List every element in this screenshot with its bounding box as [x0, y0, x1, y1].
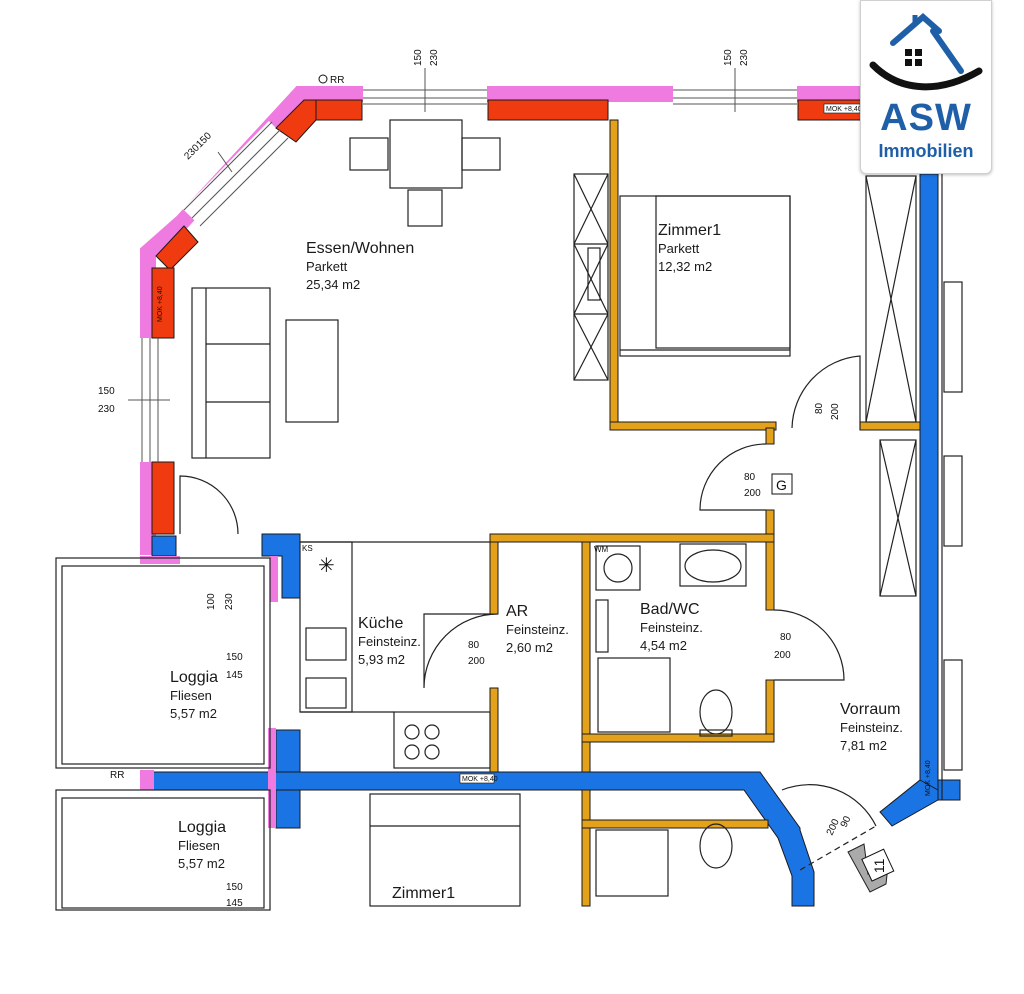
room-loggia2-name: Loggia: [178, 819, 226, 836]
dim-door-ar-w: 80: [468, 640, 480, 651]
room-bad-name: Bad/WC: [640, 601, 700, 618]
entry-number: 11: [871, 858, 887, 873]
room-vorraum-name: Vorraum: [840, 701, 900, 718]
logo-brand-text: ASW: [880, 97, 972, 139]
misc-labels: RR RR KS WM G ✳ MOK +8,40 MOK +8,40 MOK …: [110, 74, 932, 882]
windows: [128, 68, 797, 462]
room-loggia1-name: Loggia: [170, 669, 218, 686]
dim-loggia1-w: 150: [226, 652, 243, 663]
mok-label-right: MOK +8,40: [925, 760, 932, 796]
logo-sub-text: Immobilien: [878, 141, 974, 161]
rr-label-top: RR: [330, 75, 344, 86]
g-label: G: [776, 477, 787, 493]
room-ar-name: AR: [506, 603, 528, 620]
bearing-walls: [151, 173, 961, 907]
room-ar-floor: Feinsteinz.: [506, 622, 569, 637]
room-essen-name: Essen/Wohnen: [306, 240, 414, 257]
room-zimmer1-name: Zimmer1: [658, 222, 721, 239]
dim-loggia2-h: 145: [226, 898, 243, 909]
dim-door-loggia-height: 230: [224, 593, 235, 610]
room-vorraum-area: 7,81 m2: [840, 738, 887, 753]
wm-label: WM: [594, 545, 609, 554]
room-kueche-area: 5,93 m2: [358, 652, 405, 667]
mok-label-bottom: MOK +8,40: [462, 776, 498, 783]
room-loggia1-area: 5,57 m2: [170, 706, 217, 721]
room-kueche-floor: Feinsteinz.: [358, 634, 421, 649]
room-labels: Essen/Wohnen Parkett 25,34 m2 Zimmer1 Pa…: [170, 222, 903, 902]
room-ar-area: 2,60 m2: [506, 640, 553, 655]
room-bad-floor: Feinsteinz.: [640, 620, 703, 635]
dim-door-zimmer-h: 200: [830, 403, 841, 420]
room-loggia2-floor: Fliesen: [178, 838, 220, 853]
dim-door-zimmer-w: 80: [814, 402, 825, 414]
dim-door-g-w: 80: [744, 472, 756, 483]
dim-window2-width: 150: [723, 49, 734, 66]
mok-label-top: MOK +8,40: [826, 106, 862, 113]
room-vorraum-floor: Feinsteinz.: [840, 720, 903, 735]
dim-door-g-h: 200: [744, 488, 761, 499]
dim-window4-width: 150: [98, 386, 115, 397]
room-kueche-name: Küche: [358, 615, 403, 632]
room-zimmer1-floor: Parkett: [658, 241, 700, 256]
mok-label-left: MOK +8,40: [157, 286, 164, 322]
asw-logo: ASW Immobilien: [860, 0, 992, 174]
dim-loggia1-h: 145: [226, 670, 243, 681]
ks-star-icon: ✳: [318, 555, 335, 577]
house-logo-icon: [869, 13, 983, 91]
room-essen-floor: Parkett: [306, 259, 348, 274]
dim-door-bad-h: 200: [774, 650, 791, 661]
dim-door-ar-h: 200: [468, 656, 485, 667]
room-zimmer1-area: 12,32 m2: [658, 259, 712, 274]
room-loggia1-floor: Fliesen: [170, 688, 212, 703]
ks-label: KS: [302, 544, 313, 553]
doors: [179, 355, 877, 871]
room-zimmer1b-name: Zimmer1: [392, 885, 455, 902]
dim-door-bad-w: 80: [780, 632, 792, 643]
room-loggia2-area: 5,57 m2: [178, 856, 225, 871]
furniture: [55, 119, 963, 911]
room-essen-area: 25,34 m2: [306, 277, 360, 292]
interior-walls: [489, 119, 921, 907]
dim-window1-height: 230: [429, 49, 440, 66]
dim-entry-w: 90: [839, 814, 854, 829]
dim-window2-height: 230: [739, 49, 750, 66]
dim-door-loggia-width: 100: [206, 593, 217, 610]
dim-loggia2-w: 150: [226, 882, 243, 893]
dim-window1-width: 150: [413, 49, 424, 66]
rr-label-bottom: RR: [110, 770, 124, 781]
lower-insulation: [140, 556, 278, 828]
room-bad-area: 4,54 m2: [640, 638, 687, 653]
dim-window4-height: 230: [98, 404, 115, 415]
